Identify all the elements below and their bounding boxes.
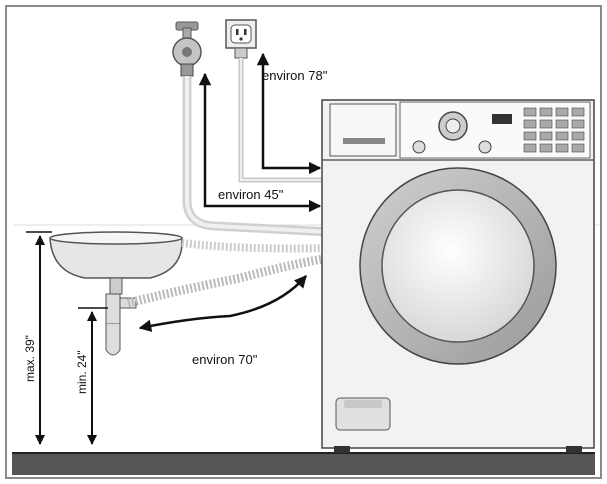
inlet-hose-arrow [198,72,322,213]
min-height-label: min. 24" [75,350,89,394]
inlet-hose-label: environ 45" [218,187,284,202]
door-glass [381,189,535,343]
drain-hose-arrow [138,275,307,332]
keypad [523,107,585,153]
floor [12,453,595,475]
drain-hose [126,253,331,308]
diagram-frame [5,5,602,479]
sink-trap [105,293,137,356]
machine-foot-left [334,446,350,453]
power-cord-label: environ 78" [262,68,328,83]
power-button-icon [412,140,426,154]
detergent-drawer [329,103,397,157]
water-tap-icon [172,21,202,77]
start-button-icon [478,140,492,154]
machine-foot-right [566,446,582,453]
display-panel [492,114,512,124]
sink [49,231,183,295]
washing-machine [321,99,595,453]
drain-hose-label: environ 70" [192,352,258,367]
inlet-hose [182,76,331,237]
max-height-label: max. 39" [23,335,37,382]
power-outlet-icon [225,19,257,59]
